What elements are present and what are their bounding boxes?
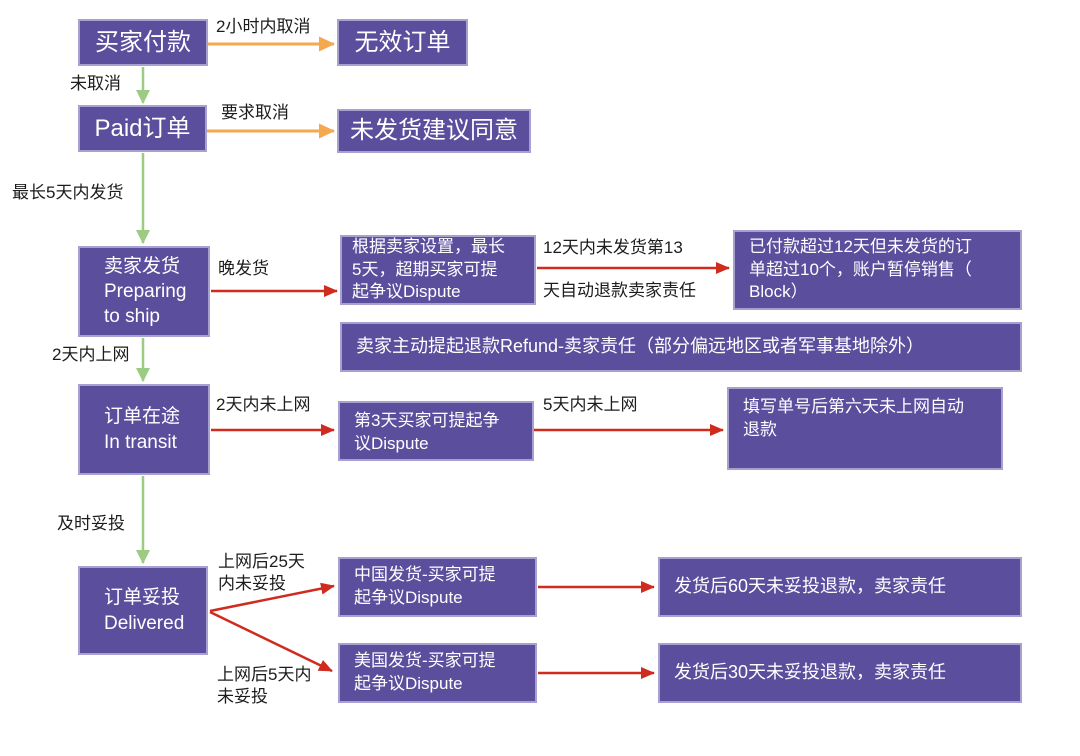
node-seller-refund-band: 卖家主动提起退款Refund-卖家责任（部分偏远地区或者军事基地除外）: [340, 322, 1022, 372]
node-paid-order: Paid订单: [78, 105, 207, 152]
edge-label-timely-delivery: 及时妥投: [57, 514, 125, 533]
node-seller-setting-dispute: 根据卖家设置，最长 5天，超期买家可提 起争议Dispute: [340, 235, 536, 305]
node-in-transit: 订单在途 In transit: [78, 384, 210, 475]
edge-label-not-delivered-5d: 上网后5天内 未妥投: [217, 665, 312, 706]
edge-label-request-cancel: 要求取消: [221, 103, 289, 122]
edge-label-cancel-2h: 2小时内取消: [216, 17, 311, 36]
node-seller-ship: 卖家发货 Preparing to ship: [78, 246, 210, 337]
node-account-block: 已付款超过12天但未发货的订 单超过10个，账户暂停销售（ Block）: [733, 230, 1022, 310]
node-invalid-order: 无效订单: [337, 19, 468, 66]
edge-label-not-online-5d: 5天内未上网: [543, 395, 638, 414]
edge-label-ship-within-5d: 最长5天内发货: [12, 183, 124, 202]
edge-label-online-within-2d: 2天内上网: [52, 345, 130, 364]
edge-label-no-ship-12d-line2: 天自动退款卖家责任: [543, 281, 696, 300]
edge-label-late-ship: 晚发货: [218, 259, 269, 278]
node-day3-dispute: 第3天买家可提起争 议Dispute: [338, 401, 534, 461]
node-refund-60d: 发货后60天未妥投退款，卖家责任: [658, 557, 1022, 617]
node-refund-30d: 发货后30天未妥投退款，卖家责任: [658, 643, 1022, 703]
arrow-not-delivered-25d: [209, 582, 335, 613]
node-not-shipped-suggest-agree: 未发货建议同意: [337, 109, 531, 153]
node-china-dispute: 中国发货-买家可提 起争议Dispute: [338, 557, 537, 617]
edge-label-not-cancelled: 未取消: [70, 74, 121, 93]
node-buyer-payment: 买家付款: [78, 19, 208, 66]
edge-label-not-online-2d: 2天内未上网: [216, 395, 311, 414]
node-us-dispute: 美国发货-买家可提 起争议Dispute: [338, 643, 537, 703]
edge-label-not-delivered-25d: 上网后25天 内未妥投: [218, 552, 305, 593]
arrow-not-delivered-5d: [209, 610, 333, 673]
node-auto-refund-day6: 填写单号后第六天未上网自动 退款: [727, 387, 1003, 470]
node-delivered: 订单妥投 Delivered: [78, 566, 208, 655]
edge-label-no-ship-12d-line1: 12天内未发货第13: [543, 238, 683, 257]
